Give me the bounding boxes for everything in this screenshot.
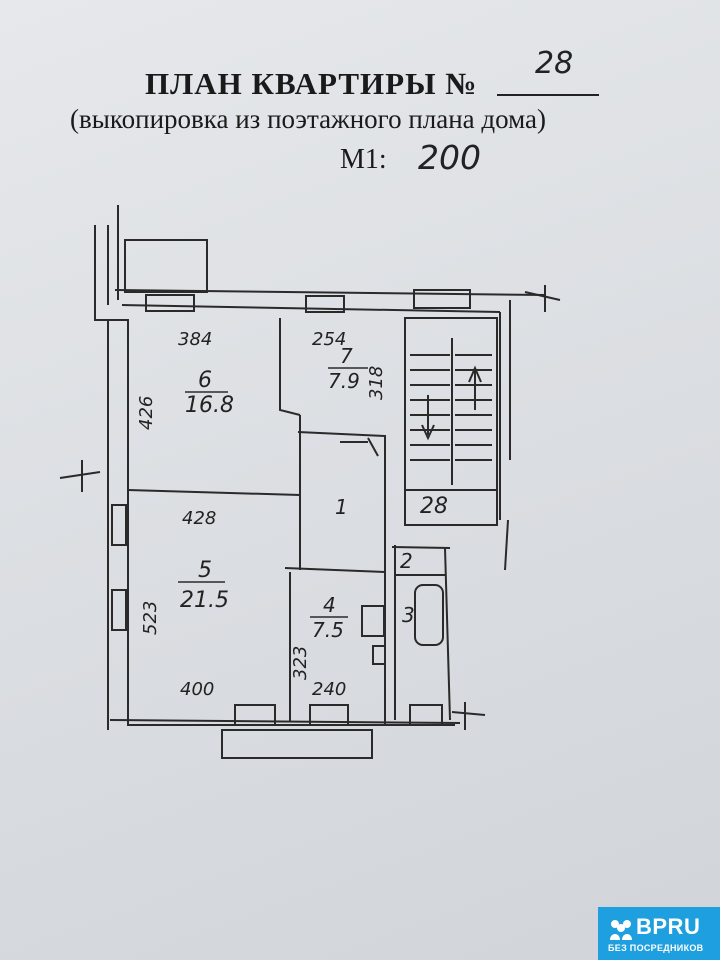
document-title: ПЛАН КВАРТИРЫ №: [145, 66, 478, 101]
document-subtitle: (выкопировка из поэтажного плана дома): [70, 104, 547, 134]
room-5-area: 21.5: [180, 588, 229, 613]
dim-room7-height: 318: [366, 366, 387, 400]
apartment-number-line: [497, 94, 599, 96]
watermark-badge: BPRU БЕЗ ПОСРЕДНИКОВ: [598, 907, 720, 960]
watermark-brand: BPRU: [636, 914, 701, 939]
room-6-number: 6: [198, 368, 212, 393]
room-2-number: 2: [400, 549, 413, 573]
stairwell-label: 28: [420, 494, 448, 519]
dim-room7-width: 254: [312, 329, 346, 350]
people-icon: [610, 920, 632, 940]
room-4-number: 4: [323, 593, 336, 617]
dim-room6-width: 384: [178, 329, 212, 350]
dim-room4-height: 323: [290, 646, 311, 680]
dim-room5-bottom: 400: [180, 679, 214, 700]
room-7-number: 7: [340, 344, 353, 368]
room-7-area: 7.9: [328, 369, 360, 393]
room-4-area: 7.5: [312, 618, 344, 642]
room-1-number: 1: [335, 495, 348, 519]
dim-room5-top: 428: [182, 508, 216, 529]
room-6-area: 16.8: [185, 393, 234, 418]
scale-label: М1:: [340, 144, 387, 175]
watermark-tagline: БЕЗ ПОСРЕДНИКОВ: [608, 943, 704, 953]
room-3-number: 3: [402, 603, 415, 627]
dim-room6-height: 426: [136, 396, 157, 430]
apartment-number: 28: [535, 46, 574, 81]
scale-value: 200: [418, 138, 481, 177]
dim-room4-bottom: 240: [312, 679, 346, 700]
room-5-number: 5: [198, 558, 212, 583]
dim-room5-height: 523: [140, 601, 161, 635]
